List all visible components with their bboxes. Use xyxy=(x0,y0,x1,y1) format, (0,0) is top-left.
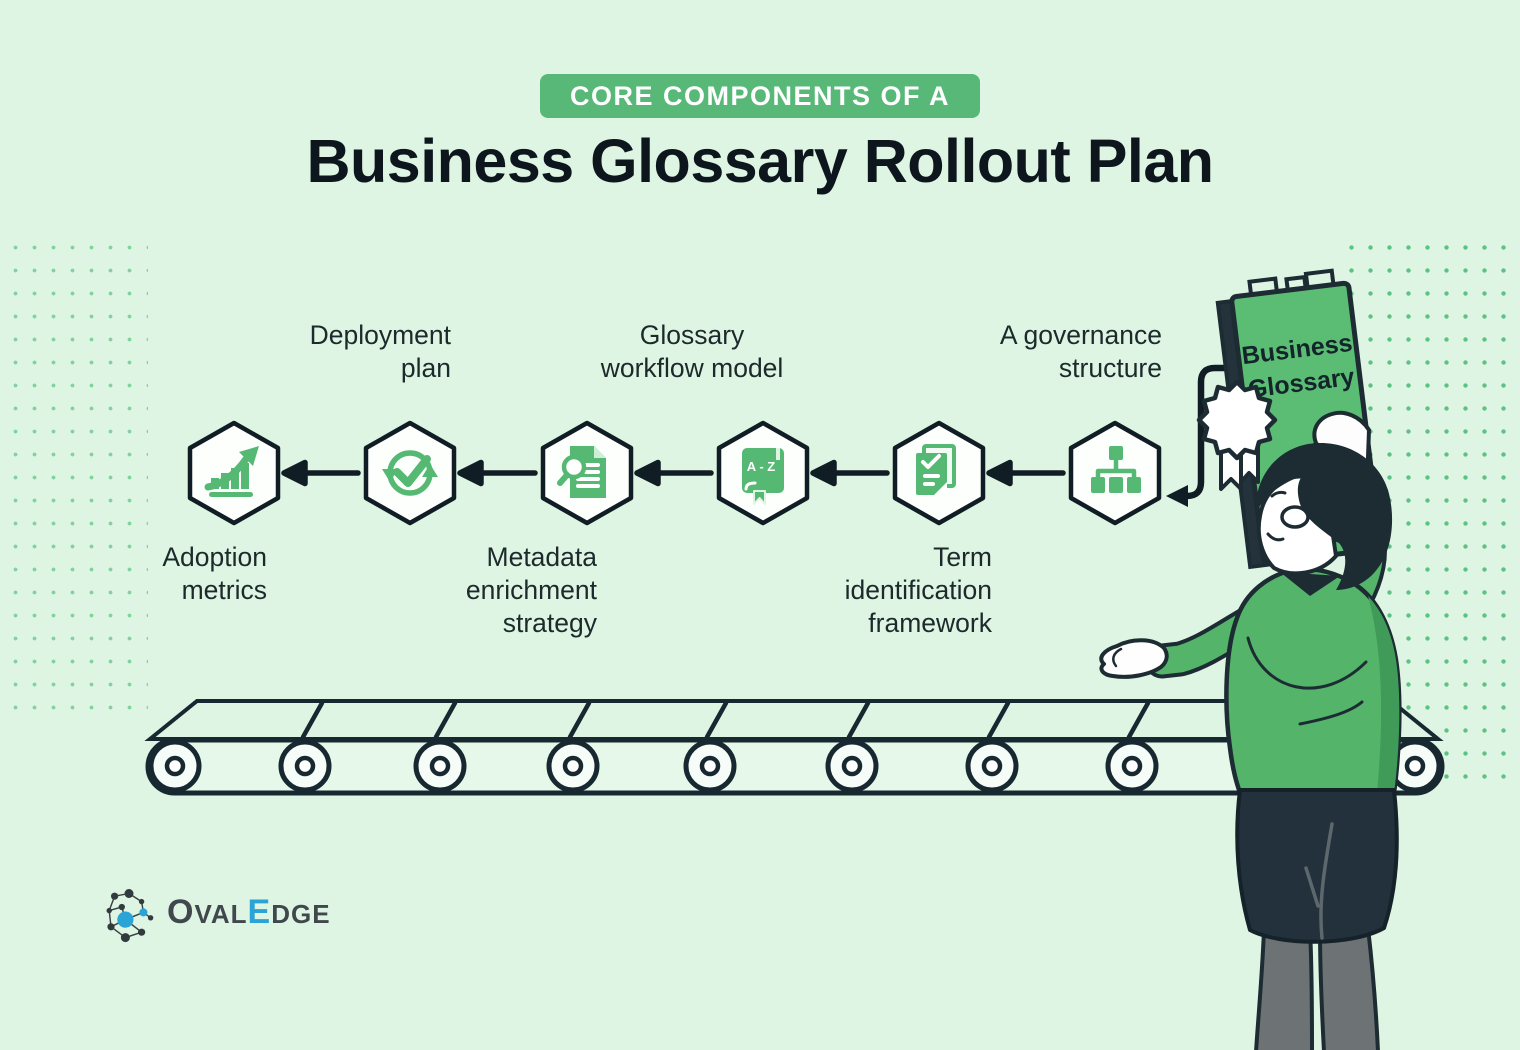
flow-arrows xyxy=(281,459,1066,487)
logo-seg-e: E xyxy=(247,893,272,931)
org-chart-icon xyxy=(1091,446,1141,493)
step-label-metadata-enrichment: Metadata enrichment strategy xyxy=(465,542,597,638)
checklist-pages-icon xyxy=(916,444,956,495)
conveyor-rollers xyxy=(148,739,1442,793)
ovaledge-logo: OVALEDGE xyxy=(102,882,331,949)
hexagon-deployment-plan xyxy=(363,420,457,526)
growth-chart-icon xyxy=(204,446,259,497)
logo-seg-dge: DGE xyxy=(271,899,331,929)
az-text: A - Z xyxy=(747,459,775,474)
step-label-governance-structure: A governance structure xyxy=(999,320,1162,383)
step-label-glossary-workflow: Glossary workflow model xyxy=(600,320,784,383)
woman-illustration xyxy=(1099,410,1402,1050)
award-ribbon-icon xyxy=(1196,379,1278,491)
open-hand xyxy=(1099,638,1169,679)
page-title: Business Glossary Rollout Plan xyxy=(306,127,1214,195)
refresh-check-icon xyxy=(382,450,438,496)
conveyor-belt xyxy=(144,699,1445,796)
hexagon-flow: A - Z xyxy=(187,364,1232,526)
book-to-flow-connector-arrow xyxy=(1166,364,1232,507)
header-badge: CORE COMPONENTS OF A xyxy=(539,74,981,118)
logo-text: OVALEDGE xyxy=(167,882,331,949)
logo-network-icon xyxy=(106,888,154,942)
logo-seg-o: O xyxy=(167,893,195,931)
a-z-dictionary-icon: A - Z xyxy=(742,448,784,505)
step-label-deployment-plan: Deployment plan xyxy=(309,320,451,383)
document-magnifier-icon xyxy=(557,446,606,498)
step-label-adoption-metrics: Adoption metrics xyxy=(162,542,267,605)
logo-seg-val: VAL xyxy=(194,899,248,929)
step-label-term-identification: Term identification framework xyxy=(844,542,992,638)
